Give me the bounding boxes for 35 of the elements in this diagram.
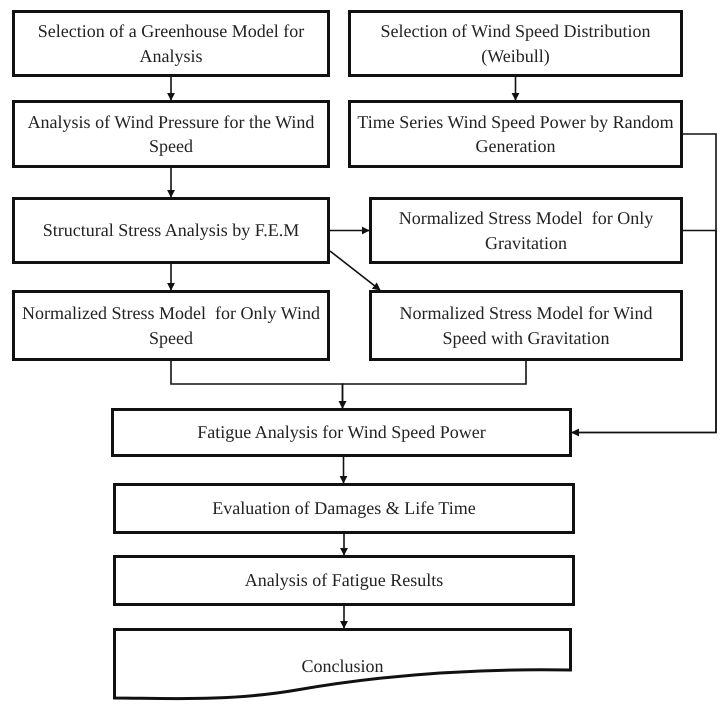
box-text: Selection of Wind Speed Distribution (Weibull) xyxy=(380,20,652,68)
box-text: Normalized Stress Model for Only Wind Speed xyxy=(21,302,321,350)
box-text: Selection of a Greenhouse Model for Analysis xyxy=(36,20,306,68)
process-box xyxy=(369,290,683,361)
box-text: Analysis of Wind Pressure for the Wind Speed xyxy=(26,110,316,158)
process-box xyxy=(348,100,683,168)
arrow xyxy=(340,534,348,556)
process-box xyxy=(113,483,575,534)
box-text: Fatigue Analysis for Wind Speed Power xyxy=(197,421,486,444)
process-box xyxy=(113,555,575,606)
box-text: Time Series Wind Speed Power by Random Generation xyxy=(357,110,674,158)
arrow xyxy=(340,457,348,484)
process-box xyxy=(12,197,330,264)
box-text: Structural Stress Analysis by F.E.M xyxy=(42,219,300,242)
process-box xyxy=(12,100,330,168)
arrow xyxy=(167,168,175,198)
document-shape xyxy=(113,628,572,700)
box-text: Conclusion xyxy=(301,655,384,678)
process-box xyxy=(348,10,683,77)
arrow xyxy=(338,361,527,409)
box-text: Evaluation of Damages & Life Time xyxy=(212,497,476,520)
arrow xyxy=(330,250,381,291)
box-text: Normalized Stress Model for Only Gravitation xyxy=(398,207,654,254)
arrow xyxy=(167,264,175,291)
arrow xyxy=(330,226,370,234)
process-box xyxy=(12,10,330,77)
process-box xyxy=(111,408,572,457)
box-text: Normalized Stress Model for Wind Speed with Gravitation xyxy=(398,302,654,350)
arrow xyxy=(571,230,717,436)
process-box xyxy=(12,290,330,361)
arrow xyxy=(340,606,348,629)
process-box xyxy=(369,197,683,264)
arrow xyxy=(167,77,175,101)
arrow xyxy=(512,77,520,101)
box-text: Analysis of Fatigue Results xyxy=(244,569,444,592)
